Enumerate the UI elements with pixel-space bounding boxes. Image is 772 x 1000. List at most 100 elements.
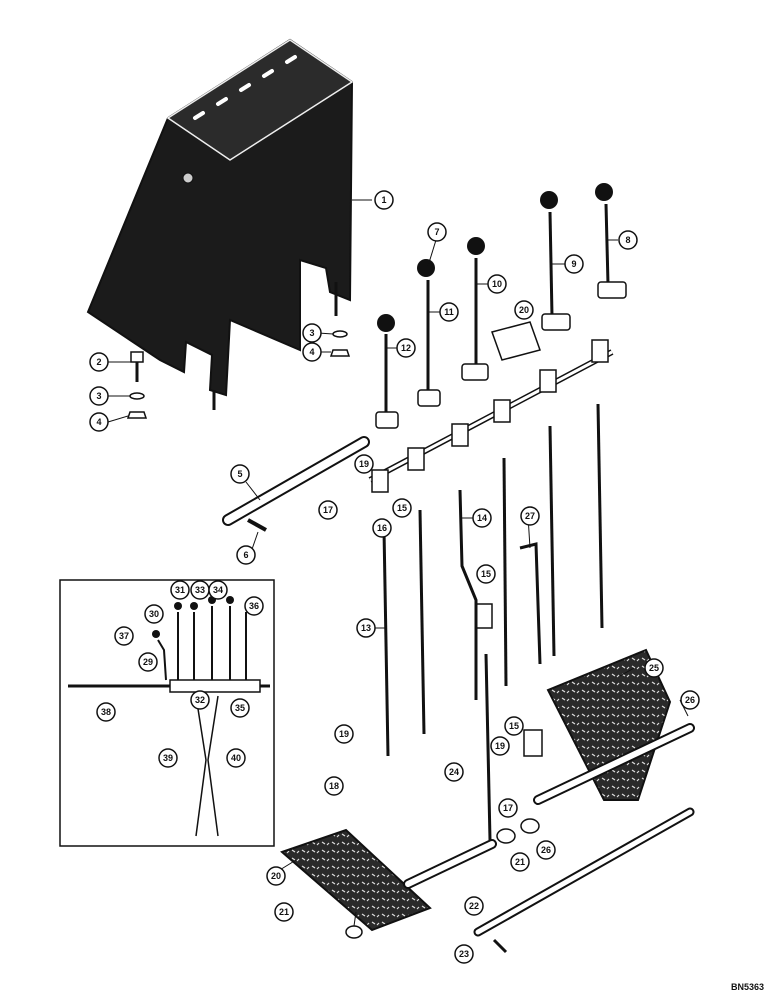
- callout-label: 17: [323, 505, 333, 515]
- callout-label: 21: [515, 857, 525, 867]
- callout-label: 27: [525, 511, 535, 521]
- callout-label: 22: [469, 901, 479, 911]
- callout-circle: [396, 338, 416, 358]
- callout-36: 36: [244, 596, 264, 616]
- callout-label: 30: [149, 609, 159, 619]
- callout-3: 3: [302, 323, 322, 343]
- callout-label: 2: [96, 357, 101, 367]
- callout-circle: [208, 580, 228, 600]
- callout-20: 20: [514, 300, 534, 320]
- callout-40: 40: [226, 748, 246, 768]
- callout-circle: [274, 902, 294, 922]
- callout-circle: [170, 580, 190, 600]
- callout-circle: [504, 716, 524, 736]
- callout-24: 24: [444, 762, 464, 782]
- callout-31: 31: [170, 580, 190, 600]
- drawing-reference-code: BN5363: [730, 982, 764, 992]
- callout-2: 2: [89, 352, 109, 372]
- callout-label: 4: [96, 417, 101, 427]
- callout-label: 20: [271, 871, 281, 881]
- callout-22: 22: [464, 896, 484, 916]
- callout-4: 4: [302, 342, 322, 362]
- callout-8: 8: [618, 230, 638, 250]
- callout-circle: [236, 545, 256, 565]
- callout-circle: [510, 852, 530, 872]
- callout-16: 16: [372, 518, 392, 538]
- callout-label: 17: [503, 803, 513, 813]
- callout-circle: [536, 840, 556, 860]
- callout-circle: [487, 274, 507, 294]
- callout-circle: [302, 342, 322, 362]
- callout-19: 19: [490, 736, 510, 756]
- callout-circle: [230, 698, 250, 718]
- callout-circle: [89, 412, 109, 432]
- callout-label: 8: [625, 235, 630, 245]
- callout-circle: [356, 618, 376, 638]
- callout-circle: [266, 866, 286, 886]
- callout-circle: [444, 762, 464, 782]
- callout-label: 35: [235, 703, 245, 713]
- callout-label: 16: [377, 523, 387, 533]
- callout-13: 13: [356, 618, 376, 638]
- callout-21: 21: [510, 852, 530, 872]
- callout-circle: [302, 323, 322, 343]
- callout-17: 17: [498, 798, 518, 818]
- callout-label: 38: [101, 707, 111, 717]
- callout-circle: [644, 658, 664, 678]
- callout-14: 14: [472, 508, 492, 528]
- callout-3: 3: [89, 386, 109, 406]
- callout-label: 15: [481, 569, 491, 579]
- brake-pedal: [533, 648, 695, 805]
- callout-5: 5: [230, 464, 250, 484]
- callout-19: 19: [334, 724, 354, 744]
- callout-label: 25: [649, 663, 659, 673]
- callout-9: 9: [564, 254, 584, 274]
- callout-circle: [324, 776, 344, 796]
- callout-20: 20: [266, 866, 286, 886]
- callout-label: 26: [685, 695, 695, 705]
- callout-15: 15: [392, 498, 412, 518]
- callout-label: 15: [397, 503, 407, 513]
- control-rods: [382, 403, 604, 841]
- cross-shaft: [222, 436, 370, 532]
- callout-label: 34: [213, 585, 223, 595]
- bushings-and-shaft: [473, 807, 695, 954]
- callout-circle: [318, 500, 338, 520]
- callout-circle: [680, 690, 700, 710]
- callout-label: 20: [519, 305, 529, 315]
- callout-circle: [392, 498, 412, 518]
- callout-25: 25: [644, 658, 664, 678]
- callout-circle: [374, 190, 394, 210]
- callout-label: 15: [509, 721, 519, 731]
- callout-label: 13: [361, 623, 371, 633]
- callout-label: 23: [459, 949, 469, 959]
- callout-circle: [334, 724, 354, 744]
- callout-circle: [138, 652, 158, 672]
- callout-17: 17: [318, 500, 338, 520]
- callout-35: 35: [230, 698, 250, 718]
- callout-1: 1: [374, 190, 394, 210]
- callout-38: 38: [96, 702, 116, 722]
- callout-circle: [514, 300, 534, 320]
- callout-circle: [427, 222, 447, 242]
- callout-32: 32: [190, 690, 210, 710]
- callout-15: 15: [476, 564, 496, 584]
- callout-circle: [89, 386, 109, 406]
- callout-30: 30: [144, 604, 164, 624]
- callout-label: 29: [143, 657, 153, 667]
- callout-label: 6: [243, 550, 248, 560]
- callout-label: 37: [119, 631, 129, 641]
- callout-label: 19: [339, 729, 349, 739]
- callout-label: 19: [359, 459, 369, 469]
- callout-6: 6: [236, 545, 256, 565]
- callout-7: 7: [427, 222, 447, 242]
- callout-4: 4: [89, 412, 109, 432]
- callout-label: 40: [231, 753, 241, 763]
- callout-circle: [144, 604, 164, 624]
- callout-circle: [230, 464, 250, 484]
- callout-label: 21: [279, 907, 289, 917]
- clevises: [371, 339, 609, 757]
- callout-26: 26: [536, 840, 556, 860]
- callout-circle: [618, 230, 638, 250]
